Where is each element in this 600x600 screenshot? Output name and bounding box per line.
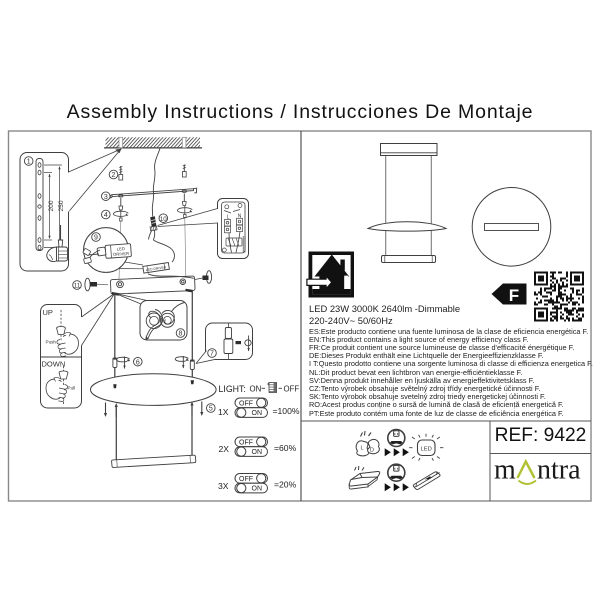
svg-text:UP: UP [43, 308, 53, 317]
svg-text:7: 7 [210, 351, 214, 358]
svg-text:F: F [509, 286, 519, 305]
svg-text:1X: 1X [218, 407, 229, 417]
svg-text:ntra: ntra [537, 455, 581, 486]
svg-text:LED: LED [117, 246, 125, 252]
svg-text:ON: ON [252, 449, 263, 456]
svg-text:Push: Push [46, 340, 57, 345]
svg-text:=100%: =100% [273, 406, 300, 416]
svg-text:1: 1 [27, 159, 31, 166]
svg-text:9: 9 [94, 235, 98, 242]
svg-text:LED: LED [421, 447, 432, 453]
svg-text:=60%: =60% [274, 443, 297, 453]
svg-text:10: 10 [160, 216, 167, 223]
svg-text:8: 8 [179, 331, 183, 338]
svg-text:11: 11 [74, 283, 81, 290]
svg-text:250: 250 [58, 200, 65, 211]
svg-text:DOWN: DOWN [42, 360, 66, 369]
svg-text:3: 3 [104, 194, 108, 201]
svg-text:ON: ON [252, 410, 263, 417]
svg-text:5: 5 [209, 406, 213, 413]
svg-text:LED DRIVER: LED DRIVER [146, 265, 167, 272]
svg-text:3X: 3X [218, 481, 229, 491]
svg-text:200: 200 [48, 200, 55, 211]
svg-text:OFF: OFF [239, 476, 253, 483]
svg-text:OFF: OFF [239, 439, 253, 446]
svg-text:L: L [227, 215, 230, 221]
svg-text:DRIVER: DRIVER [113, 251, 129, 257]
svg-text:L: L [361, 446, 364, 452]
svg-text:Pull: Pull [68, 386, 76, 391]
svg-text:6: 6 [136, 359, 140, 366]
svg-text:2X: 2X [219, 444, 230, 454]
svg-text:2: 2 [112, 172, 116, 179]
svg-text:LIGHT:: LIGHT: [219, 384, 246, 394]
svg-text:ON: ON [252, 486, 263, 493]
svg-text:m: m [494, 455, 516, 486]
svg-text:OFF: OFF [284, 385, 300, 394]
svg-text:D: D [370, 448, 374, 454]
svg-text:=20%: =20% [274, 480, 297, 490]
svg-text:4: 4 [104, 212, 108, 219]
svg-text:ON: ON [250, 385, 262, 394]
svg-text:N: N [238, 214, 242, 220]
svg-text:OFF: OFF [239, 400, 253, 407]
